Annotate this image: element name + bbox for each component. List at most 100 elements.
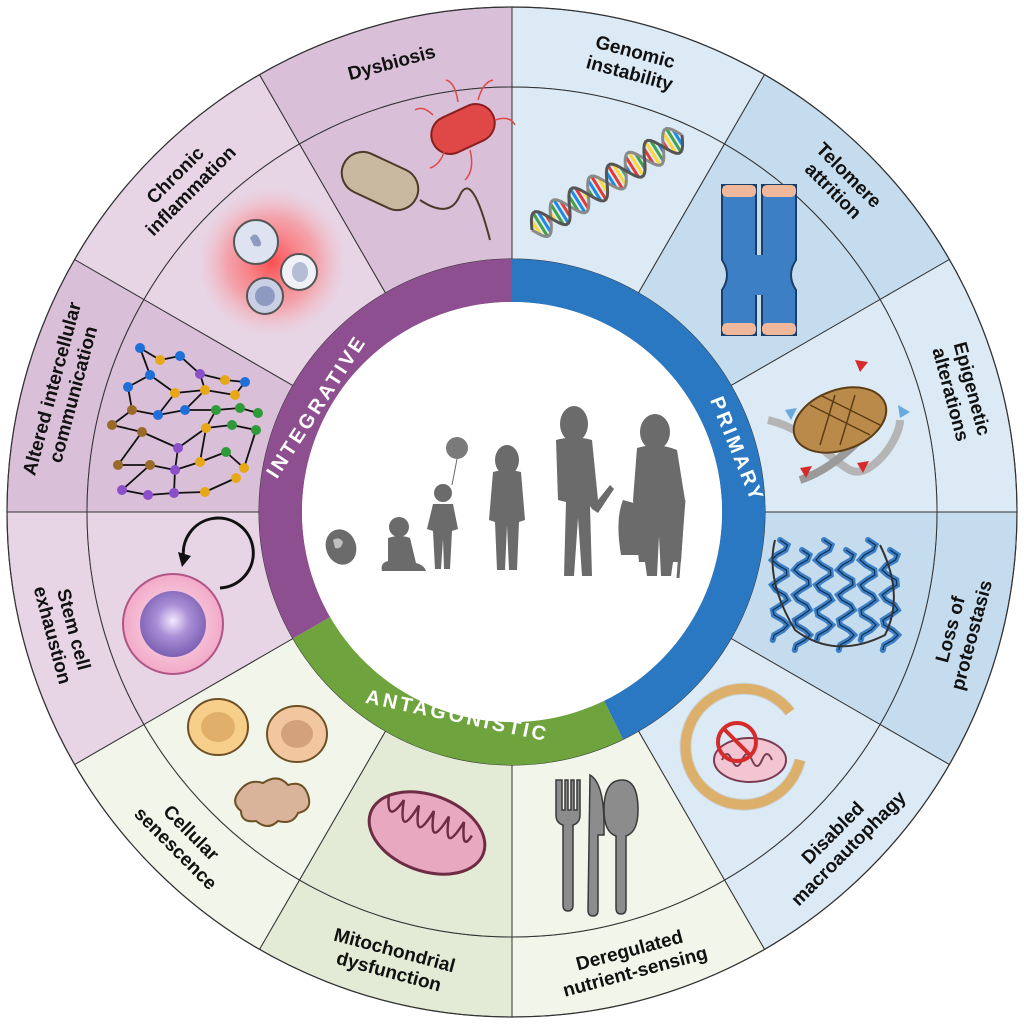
life-stages-silhouettes: [325, 406, 686, 579]
network-icon: [107, 343, 263, 500]
network-node: [195, 457, 205, 467]
network-node: [169, 488, 179, 498]
dna-base-pair: [567, 195, 580, 213]
network-node: [170, 465, 180, 475]
elderly-silhouette: [618, 414, 686, 579]
network-node: [231, 473, 241, 483]
network-edge: [141, 431, 179, 449]
network-edge: [243, 429, 257, 469]
network-node: [117, 485, 127, 495]
network-node: [240, 377, 250, 387]
dna-base-pair: [590, 175, 608, 201]
dna-base-pair: [530, 218, 543, 236]
dna-base-pair: [536, 210, 553, 234]
dna-base-pair: [552, 199, 570, 225]
network-node: [220, 375, 230, 385]
network-edge: [173, 491, 206, 494]
network-edge: [199, 427, 207, 463]
network-node: [200, 385, 210, 395]
network-edge: [204, 477, 237, 493]
dna-base-pair: [624, 155, 640, 178]
cutlery-icon: [555, 773, 639, 917]
dna-base-pair: [634, 152, 647, 170]
network-node: [180, 405, 190, 415]
dna-base-pair: [611, 163, 628, 186]
network-node: [195, 369, 205, 379]
dna-base-pair: [606, 164, 624, 190]
network-edge: [117, 431, 143, 466]
network-node: [137, 427, 147, 437]
dna-base-pair: [559, 200, 572, 218]
network-node: [251, 425, 261, 435]
network-node: [200, 487, 210, 497]
ring-primary: [512, 259, 766, 740]
dna-icon: [529, 127, 685, 238]
chromosome-icon: [721, 184, 797, 336]
network-node: [201, 423, 211, 433]
dna-base-pair: [605, 171, 618, 189]
network-node: [107, 420, 117, 430]
network-node: [123, 382, 133, 392]
dna-base-pair: [671, 129, 684, 147]
teen-silhouette: [489, 445, 525, 570]
network-node: [155, 355, 165, 365]
immune-cells-icon: [197, 187, 347, 337]
network-edge: [174, 389, 206, 394]
dna-base-pair: [569, 188, 587, 214]
network-node: [173, 443, 183, 453]
protein-helix-outline: [771, 539, 789, 641]
network-edge: [177, 427, 207, 449]
stem-cell-icon: [122, 516, 255, 675]
dna-strand: [529, 134, 685, 231]
network-node: [253, 408, 263, 418]
mitochondrion-icon: [367, 790, 487, 876]
protein-helix-outline: [793, 549, 811, 651]
dna-base-pair: [665, 127, 683, 153]
protein-helix-outline: [837, 549, 855, 651]
hallmark-label-stemcell: Stem cellexhaustion: [29, 578, 96, 686]
dna-base-pair: [574, 187, 590, 210]
nucleosome-icon: [767, 360, 910, 484]
protein-helix-outline: [815, 539, 833, 641]
dna-base-pair: [649, 139, 665, 162]
network-node: [221, 447, 231, 457]
dna-base-pair: [642, 147, 655, 165]
ring-integrative: [258, 259, 512, 639]
autophagosome-icon: [679, 682, 806, 811]
protein-icon: [767, 537, 903, 653]
network-node: [153, 410, 163, 420]
network-edge: [204, 389, 236, 396]
network-node: [143, 490, 153, 500]
senescent-cells-icon: [187, 698, 328, 827]
network-node: [230, 390, 240, 400]
network-node: [211, 405, 221, 415]
network-node: [113, 460, 123, 470]
embryo-silhouette: [325, 529, 357, 565]
network-edge: [121, 464, 151, 491]
protein-loop: [771, 539, 895, 648]
network-node: [127, 405, 137, 415]
network-node: [145, 370, 155, 380]
ring-antagonistic: [292, 617, 623, 765]
network-node: [145, 460, 155, 470]
dna-base-pair: [596, 176, 609, 194]
protein-helix-outline: [881, 549, 899, 651]
bacteria-icon: [340, 79, 516, 241]
network-node: [239, 463, 249, 473]
network-node: [170, 388, 180, 398]
dna-base-pair: [644, 140, 662, 166]
outer-border: [6, 6, 1018, 1018]
adult-silhouette: [556, 406, 614, 576]
dna-base-pair: [586, 179, 603, 202]
network-edge: [111, 424, 143, 433]
protein-helix-outline: [859, 539, 877, 641]
dna-base-pair: [549, 203, 565, 226]
network-node: [227, 420, 237, 430]
network-edge: [149, 374, 176, 394]
dna-base-pair: [661, 131, 678, 155]
network-node: [135, 343, 145, 353]
child-silhouette: [427, 437, 468, 569]
dna-base-pair: [531, 212, 549, 238]
network-node: [235, 403, 245, 413]
